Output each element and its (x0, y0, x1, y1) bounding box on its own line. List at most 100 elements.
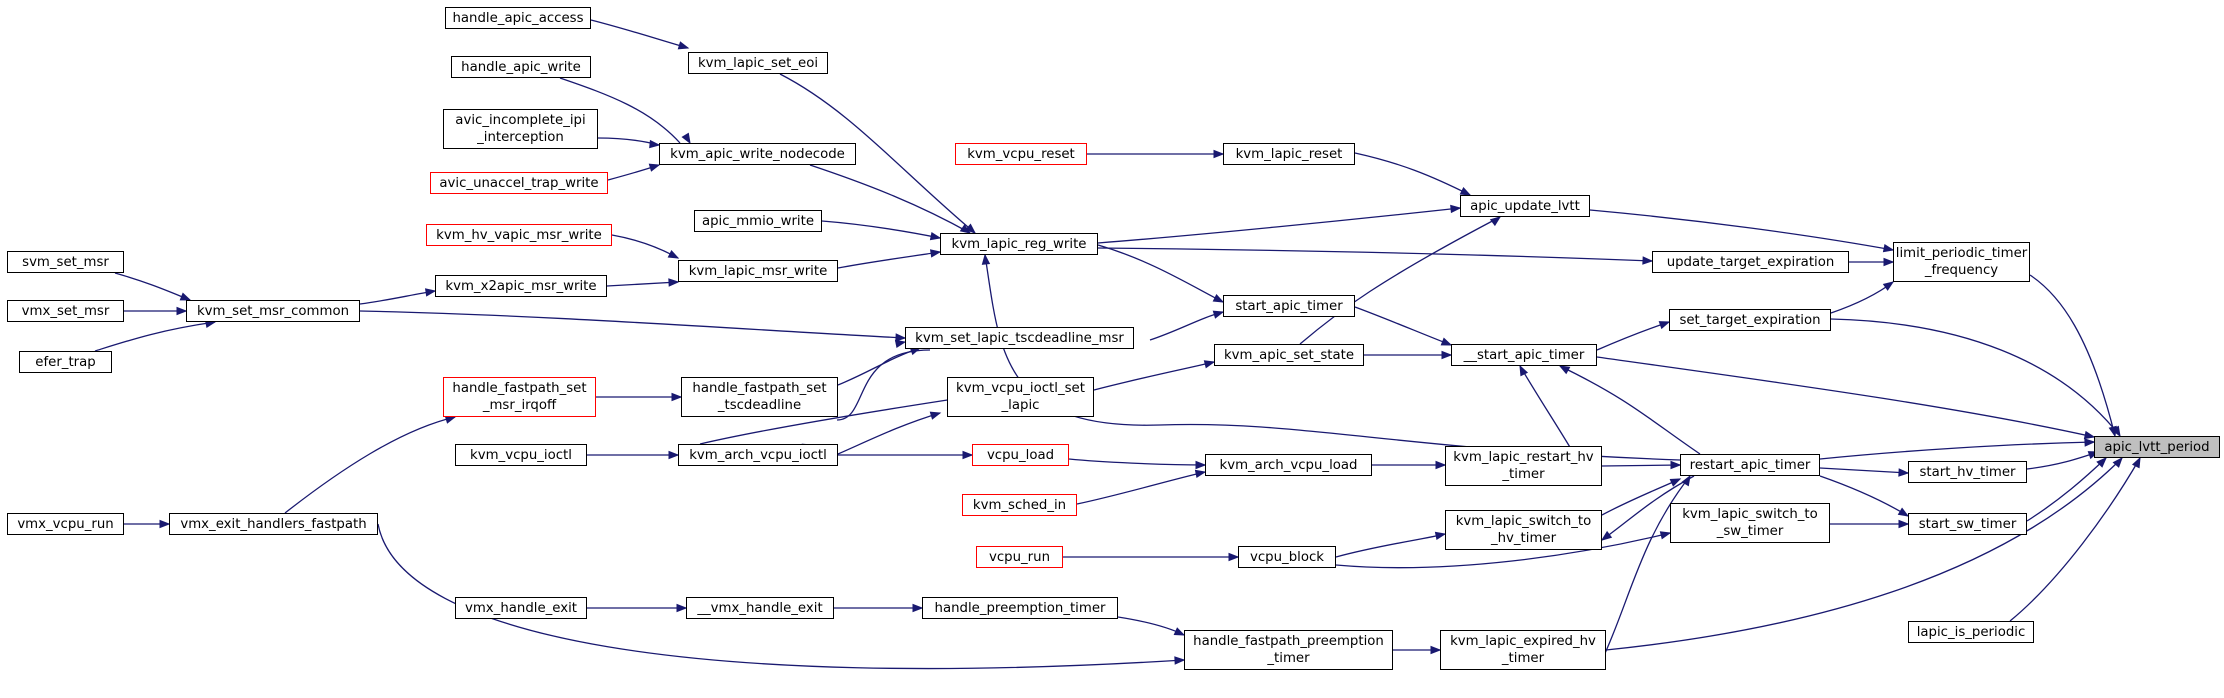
node-start-sw-timer[interactable]: start_sw_timer (1908, 513, 2027, 535)
call-edge-arrowhead (1882, 243, 1895, 253)
call-edge-arrowhead (1897, 507, 1910, 517)
call-edge-arrowhead (1450, 204, 1462, 214)
call-edge (1354, 306, 1452, 346)
node-avic-unaccel-trap-write[interactable]: avic_unaccel_trap_write (430, 172, 608, 194)
call-edge (1819, 475, 1909, 517)
node-handle-fastpath-set-tscdeadline[interactable]: handle_fastpath_set _tscdeadline (681, 377, 838, 417)
call-edge-arrowhead (1600, 530, 1613, 541)
call-edge-arrowhead (929, 231, 942, 241)
call-edge (284, 416, 456, 514)
node-kvm-lapic-reg-write[interactable]: kvm_lapic_reg_write (940, 233, 1098, 255)
node-kvm-vcpu-reset[interactable]: kvm_vcpu_reset (955, 143, 1087, 165)
call-edge (1601, 464, 1681, 467)
call-edge (1601, 475, 1691, 661)
node-limit-periodic-timer-frequency[interactable]: limit_periodic_timer _frequency (1893, 242, 2030, 282)
node-kvm-set-msr-common[interactable]: kvm_set_msr_common (186, 300, 360, 322)
call-edge-arrowhead (1203, 360, 1216, 369)
node-kvm-arch-vcpu-load[interactable]: kvm_arch_vcpu_load (1205, 454, 1372, 476)
call-edge (559, 77, 681, 144)
node-start-apic-timer[interactable]: start_apic_timer (1223, 295, 1355, 317)
node-kvm-set-lapic-tscdeadline-msr[interactable]: kvm_set_lapic_tscdeadline_msr (905, 327, 1134, 349)
node-kvm-hv-vapic-msr-write[interactable]: kvm_hv_vapic_msr_write (426, 224, 612, 246)
node-kvm-apic-set-state[interactable]: kvm_apic_set_state (1214, 344, 1364, 366)
call-edge (2009, 457, 2141, 622)
call-edge-arrowhead (962, 450, 974, 460)
call-edge-arrowhead (1882, 281, 1895, 291)
node-kvm-lapic-switch-to-hv-timer[interactable]: kvm_lapic_switch_to _hv_timer (1445, 510, 1602, 550)
node-kvm-lapic-reset[interactable]: kvm_lapic_reset (1223, 143, 1355, 165)
node-vmx-vcpu-run[interactable]: vmx_vcpu_run (7, 513, 124, 535)
node-vcpu-run[interactable]: vcpu_run (976, 546, 1063, 568)
node-handle-apic-write[interactable]: handle_apic_write (451, 56, 591, 78)
call-edge-arrowhead (668, 450, 680, 460)
call-edge-arrowhead (176, 306, 188, 316)
call-edge-arrowhead (1195, 460, 1207, 470)
call-edge (837, 251, 941, 269)
call-edge (1097, 247, 1653, 262)
node-start-apic-timer-internal[interactable]: __start_apic_timer (1451, 344, 1597, 366)
node-kvm-arch-vcpu-ioctl[interactable]: kvm_arch_vcpu_ioctl (678, 444, 838, 466)
node-apic-update-lvtt[interactable]: apic_update_lvtt (1460, 195, 1590, 217)
node-restart-apic-timer[interactable]: restart_apic_timer (1680, 454, 1820, 476)
node-kvm-x2apic-msr-write[interactable]: kvm_x2apic_msr_write (435, 275, 607, 297)
node-efer-trap[interactable]: efer_trap (19, 351, 112, 373)
node-update-target-expiration[interactable]: update_target_expiration (1652, 251, 1849, 273)
node-kvm-lapic-expired-hv-timer[interactable]: kvm_lapic_expired_hv _timer (1440, 630, 1606, 670)
node-set-target-expiration[interactable]: set_target_expiration (1669, 309, 1831, 331)
call-edge (1299, 216, 1501, 345)
node-vmx-exit-handlers-fastpath[interactable]: vmx_exit_handlers_fastpath (169, 513, 378, 535)
node-handle-apic-access[interactable]: handle_apic_access (445, 7, 591, 29)
call-edge-arrowhead (1434, 531, 1447, 541)
node-kvm-sched-in[interactable]: kvm_sched_in (962, 494, 1077, 516)
node-kvm-lapic-set-eoi[interactable]: kvm_lapic_set_eoi (688, 52, 828, 74)
node-handle-fastpath-set-msr-irqoff[interactable]: handle_fastpath_set _msr_irqoff (443, 377, 596, 417)
call-edge (1335, 532, 1671, 569)
node-vcpu-load[interactable]: vcpu_load (972, 444, 1069, 466)
node-vmx-handle-exit-internal[interactable]: __vmx_handle_exit (686, 597, 834, 619)
call-edge-arrowhead (2083, 430, 2096, 440)
node-kvm-apic-write-nodecode[interactable]: kvm_apic_write_nodecode (659, 143, 856, 165)
node-kvm-vcpu-ioctl[interactable]: kvm_vcpu_ioctl (455, 444, 587, 466)
call-edge (837, 412, 941, 455)
call-edge (94, 321, 216, 352)
call-edge (1601, 475, 1695, 541)
call-edge (1076, 471, 1206, 505)
call-edge-arrowhead (1174, 656, 1186, 665)
node-vcpu-block[interactable]: vcpu_block (1238, 546, 1336, 568)
node-avic-incomplete-ipi-interception[interactable]: avic_incomplete_ipi _interception (443, 109, 598, 149)
call-edge (590, 19, 689, 49)
node-kvm-lapic-restart-hv-timer[interactable]: kvm_lapic_restart_hv _timer (1445, 446, 1602, 486)
call-edge-arrowhead (1898, 468, 1910, 477)
call-edge (1335, 533, 1446, 558)
node-kvm-vcpu-ioctl-set-lapic[interactable]: kvm_vcpu_ioctl_set _lapic (947, 377, 1094, 417)
node-kvm-lapic-switch-to-sw-timer[interactable]: kvm_lapic_switch_to _sw_timer (1670, 503, 1830, 543)
node-svm-set-msr[interactable]: svm_set_msr (7, 251, 124, 273)
node-apic-mmio-write[interactable]: apic_mmio_write (694, 210, 822, 232)
call-edge (809, 164, 971, 234)
node-start-hv-timer[interactable]: start_hv_timer (1908, 461, 2027, 483)
call-edge-arrowhead (959, 224, 972, 234)
call-edge (2029, 274, 2116, 437)
call-edge (1097, 244, 1224, 303)
call-edge-arrowhead (1441, 350, 1453, 360)
node-kvm-lapic-msr-write[interactable]: kvm_lapic_msr_write (678, 260, 838, 282)
call-edge-arrowhead (929, 411, 942, 420)
node-vmx-set-msr[interactable]: vmx_set_msr (7, 300, 124, 322)
node-vmx-handle-exit[interactable]: vmx_handle_exit (455, 597, 587, 619)
call-edge (1596, 321, 1670, 351)
node-handle-fastpath-preemption-timer[interactable]: handle_fastpath_preemption _timer (1184, 630, 1393, 670)
call-edge-arrowhead (668, 278, 680, 287)
call-edge-arrowhead (894, 339, 907, 349)
call-edge-arrowhead (912, 603, 924, 613)
node-apic-lvtt-period[interactable]: apic_lvtt_period (2094, 436, 2220, 458)
call-edge (1559, 365, 1701, 455)
node-handle-preemption-timer[interactable]: handle_preemption_timer (922, 597, 1118, 619)
node-lapic-is-periodic[interactable]: lapic_is_periodic (1908, 621, 2034, 643)
call-edge (359, 290, 436, 305)
call-edge-arrowhead (1659, 531, 1672, 540)
call-edge-arrowhead (159, 519, 171, 529)
call-edge (1149, 311, 1224, 341)
call-edge-arrowhead (681, 132, 691, 145)
